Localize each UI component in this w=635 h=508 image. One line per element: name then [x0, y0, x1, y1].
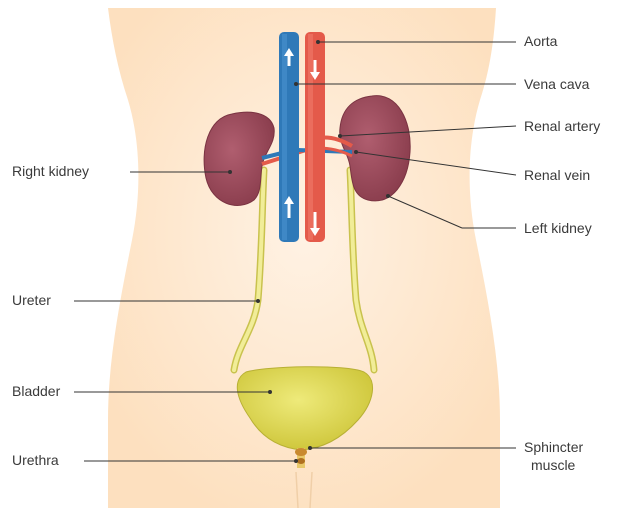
label-renal-artery: Renal artery	[524, 118, 600, 135]
label-urethra: Urethra	[12, 452, 59, 469]
label-sphincter-line2: muscle	[531, 457, 575, 474]
label-ureter: Ureter	[12, 292, 51, 309]
label-bladder: Bladder	[12, 383, 60, 400]
label-left-kidney: Left kidney	[524, 220, 592, 237]
sphincter-muscle-shape	[295, 448, 307, 456]
label-aorta: Aorta	[524, 33, 557, 50]
label-renal-vein: Renal vein	[524, 167, 590, 184]
label-right-kidney: Right kidney	[12, 163, 89, 180]
label-vena-cava: Vena cava	[524, 76, 589, 93]
label-sphincter-line1: Sphincter	[524, 439, 583, 456]
